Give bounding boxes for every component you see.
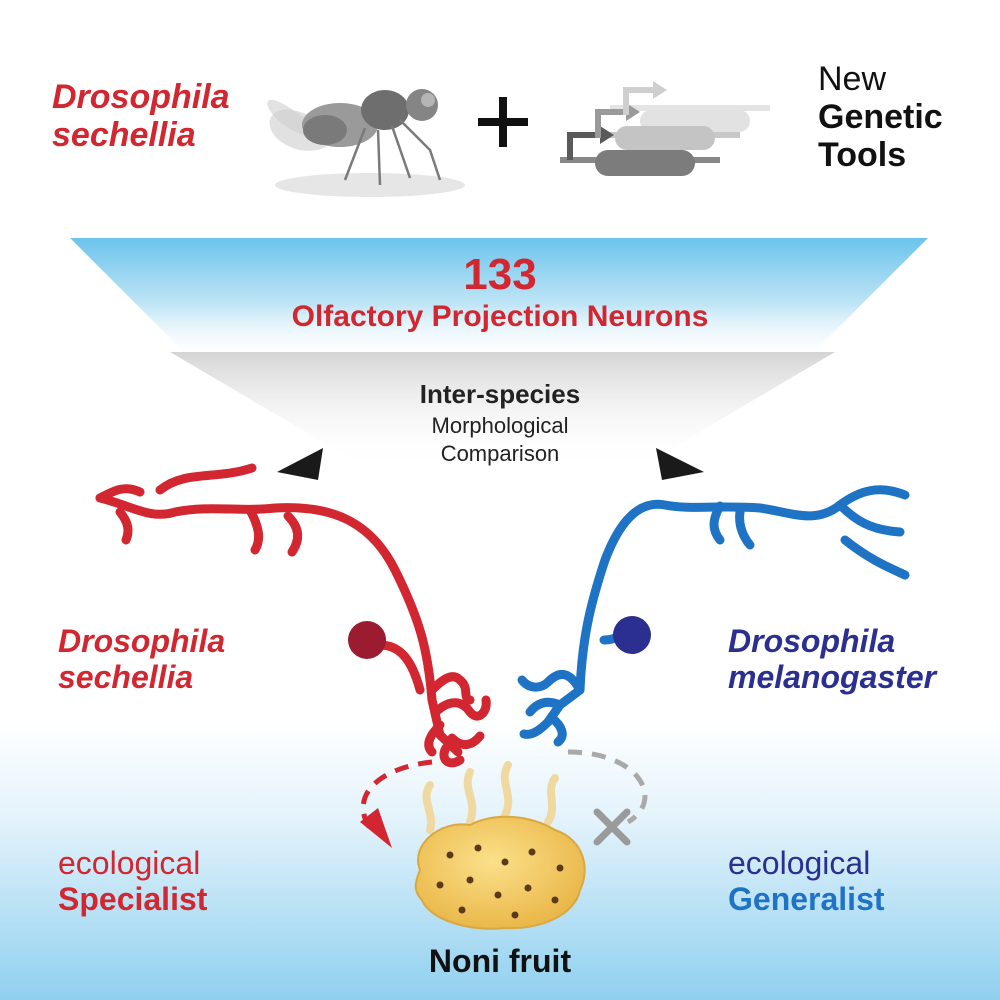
left-species-line2: sechellia — [58, 658, 194, 695]
sechellia-cell-body — [348, 621, 386, 659]
melanogaster-cell-body — [613, 616, 651, 654]
left-ecology-line2: Specialist — [58, 880, 208, 917]
right-species-line2: melanogaster — [728, 658, 937, 695]
tools-line1: New — [818, 60, 887, 98]
tools-line2: Genetic — [818, 98, 943, 137]
comparison-line2: Morphological — [431, 412, 569, 438]
neuron-count: 133 — [463, 250, 537, 299]
melanogaster-neuron — [517, 485, 910, 747]
top-species-line1: Drosophila — [52, 78, 230, 116]
cross-icon — [593, 808, 631, 846]
right-species-line1: Drosophila — [728, 623, 896, 659]
plus-sign-icon — [478, 97, 528, 147]
right-species-label: Drosophila melanogaster — [728, 623, 937, 696]
comparison-funnel — [170, 352, 835, 470]
comparison-line3: Comparison — [440, 441, 560, 467]
left-arrowhead-icon — [277, 448, 323, 480]
genetic-tools-icon — [560, 81, 770, 176]
top-species-line2: sechellia — [52, 116, 196, 155]
top-species-label: Drosophila sechellia — [52, 78, 230, 154]
right-ecology-label: ecological Generalist — [728, 845, 885, 918]
no-attraction-arrow — [567, 749, 648, 825]
fly-icon — [267, 89, 465, 197]
right-ecology-line1: ecological — [728, 845, 871, 881]
fruit-label: Noni fruit — [428, 943, 572, 979]
neuron-funnel — [70, 238, 928, 358]
attraction-arrowhead-icon — [360, 808, 392, 848]
left-ecology-label: ecological Specialist — [58, 845, 208, 918]
sechellia-neuron — [95, 463, 491, 768]
left-ecology-line1: ecological — [58, 845, 201, 881]
noni-fruit-icon — [414, 761, 586, 930]
right-ecology-line2: Generalist — [728, 880, 885, 917]
comparison-label: Inter-species Morphological Comparison — [0, 378, 1000, 469]
genetic-tools-label: New Genetic Tools — [818, 60, 943, 174]
neuron-subtitle: Olfactory Projection Neurons — [291, 300, 709, 333]
left-species-line1: Drosophila — [58, 623, 226, 659]
tools-line3: Tools — [818, 136, 907, 175]
right-arrowhead-icon — [656, 448, 704, 480]
comparison-line1: Inter-species — [419, 379, 581, 409]
left-species-label: Drosophila sechellia — [58, 623, 226, 696]
